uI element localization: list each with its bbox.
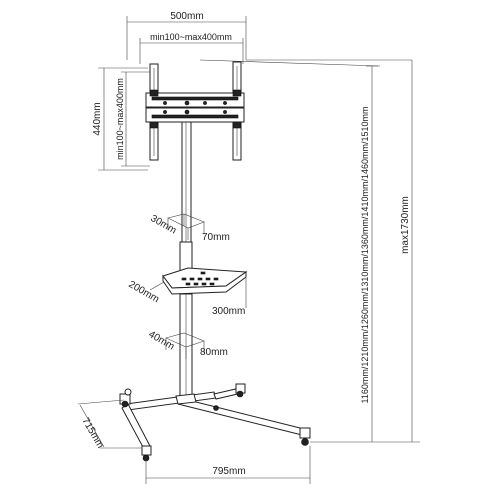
caster-left-front <box>141 445 152 462</box>
rolling-base <box>119 383 311 462</box>
caster-center <box>213 405 219 411</box>
height-dimensions: 1160mm/1210mm/1260mm/1310mm/1360mm/1410m… <box>199 59 420 443</box>
shelf-depth-label: 200mm <box>127 279 161 305</box>
lower-column-depth-label: 80mm <box>200 347 228 358</box>
upper-column <box>181 121 192 243</box>
base-depth-label: 715mm <box>79 416 105 450</box>
vesa-vertical-dimension: min100~max400mm <box>115 71 150 167</box>
bracket-height-label: 440mm <box>92 102 103 135</box>
vesa-vertical-label: min100~max400mm <box>115 78 125 160</box>
lower-column <box>179 293 193 399</box>
base-width-label: 795mm <box>212 466 245 477</box>
caster-right-back <box>235 383 246 398</box>
height-positions-label: 1160mm/1210mm/1260mm/1310mm/1360mm/1410m… <box>360 107 370 404</box>
top-width-label: 500mm <box>170 11 203 22</box>
tv-mounting-bracket <box>145 61 245 161</box>
caster-left-back <box>119 388 132 408</box>
lower-column-width-label: 40mm <box>147 329 177 352</box>
vesa-horizontal-dimension: min100~max400mm <box>139 32 244 64</box>
top-width-dimension: 500mm <box>126 11 247 60</box>
shelf-width-label: 300mm <box>212 306 245 317</box>
vesa-horizontal-label: min100~max400mm <box>150 32 232 42</box>
bracket-height-dimension: 440mm <box>92 67 148 171</box>
base-width-dimension: 795mm <box>145 446 311 484</box>
caster-right-front <box>299 427 311 446</box>
max-height-label: max1730mm <box>400 196 411 254</box>
column-depth-label: 70mm <box>202 232 230 243</box>
